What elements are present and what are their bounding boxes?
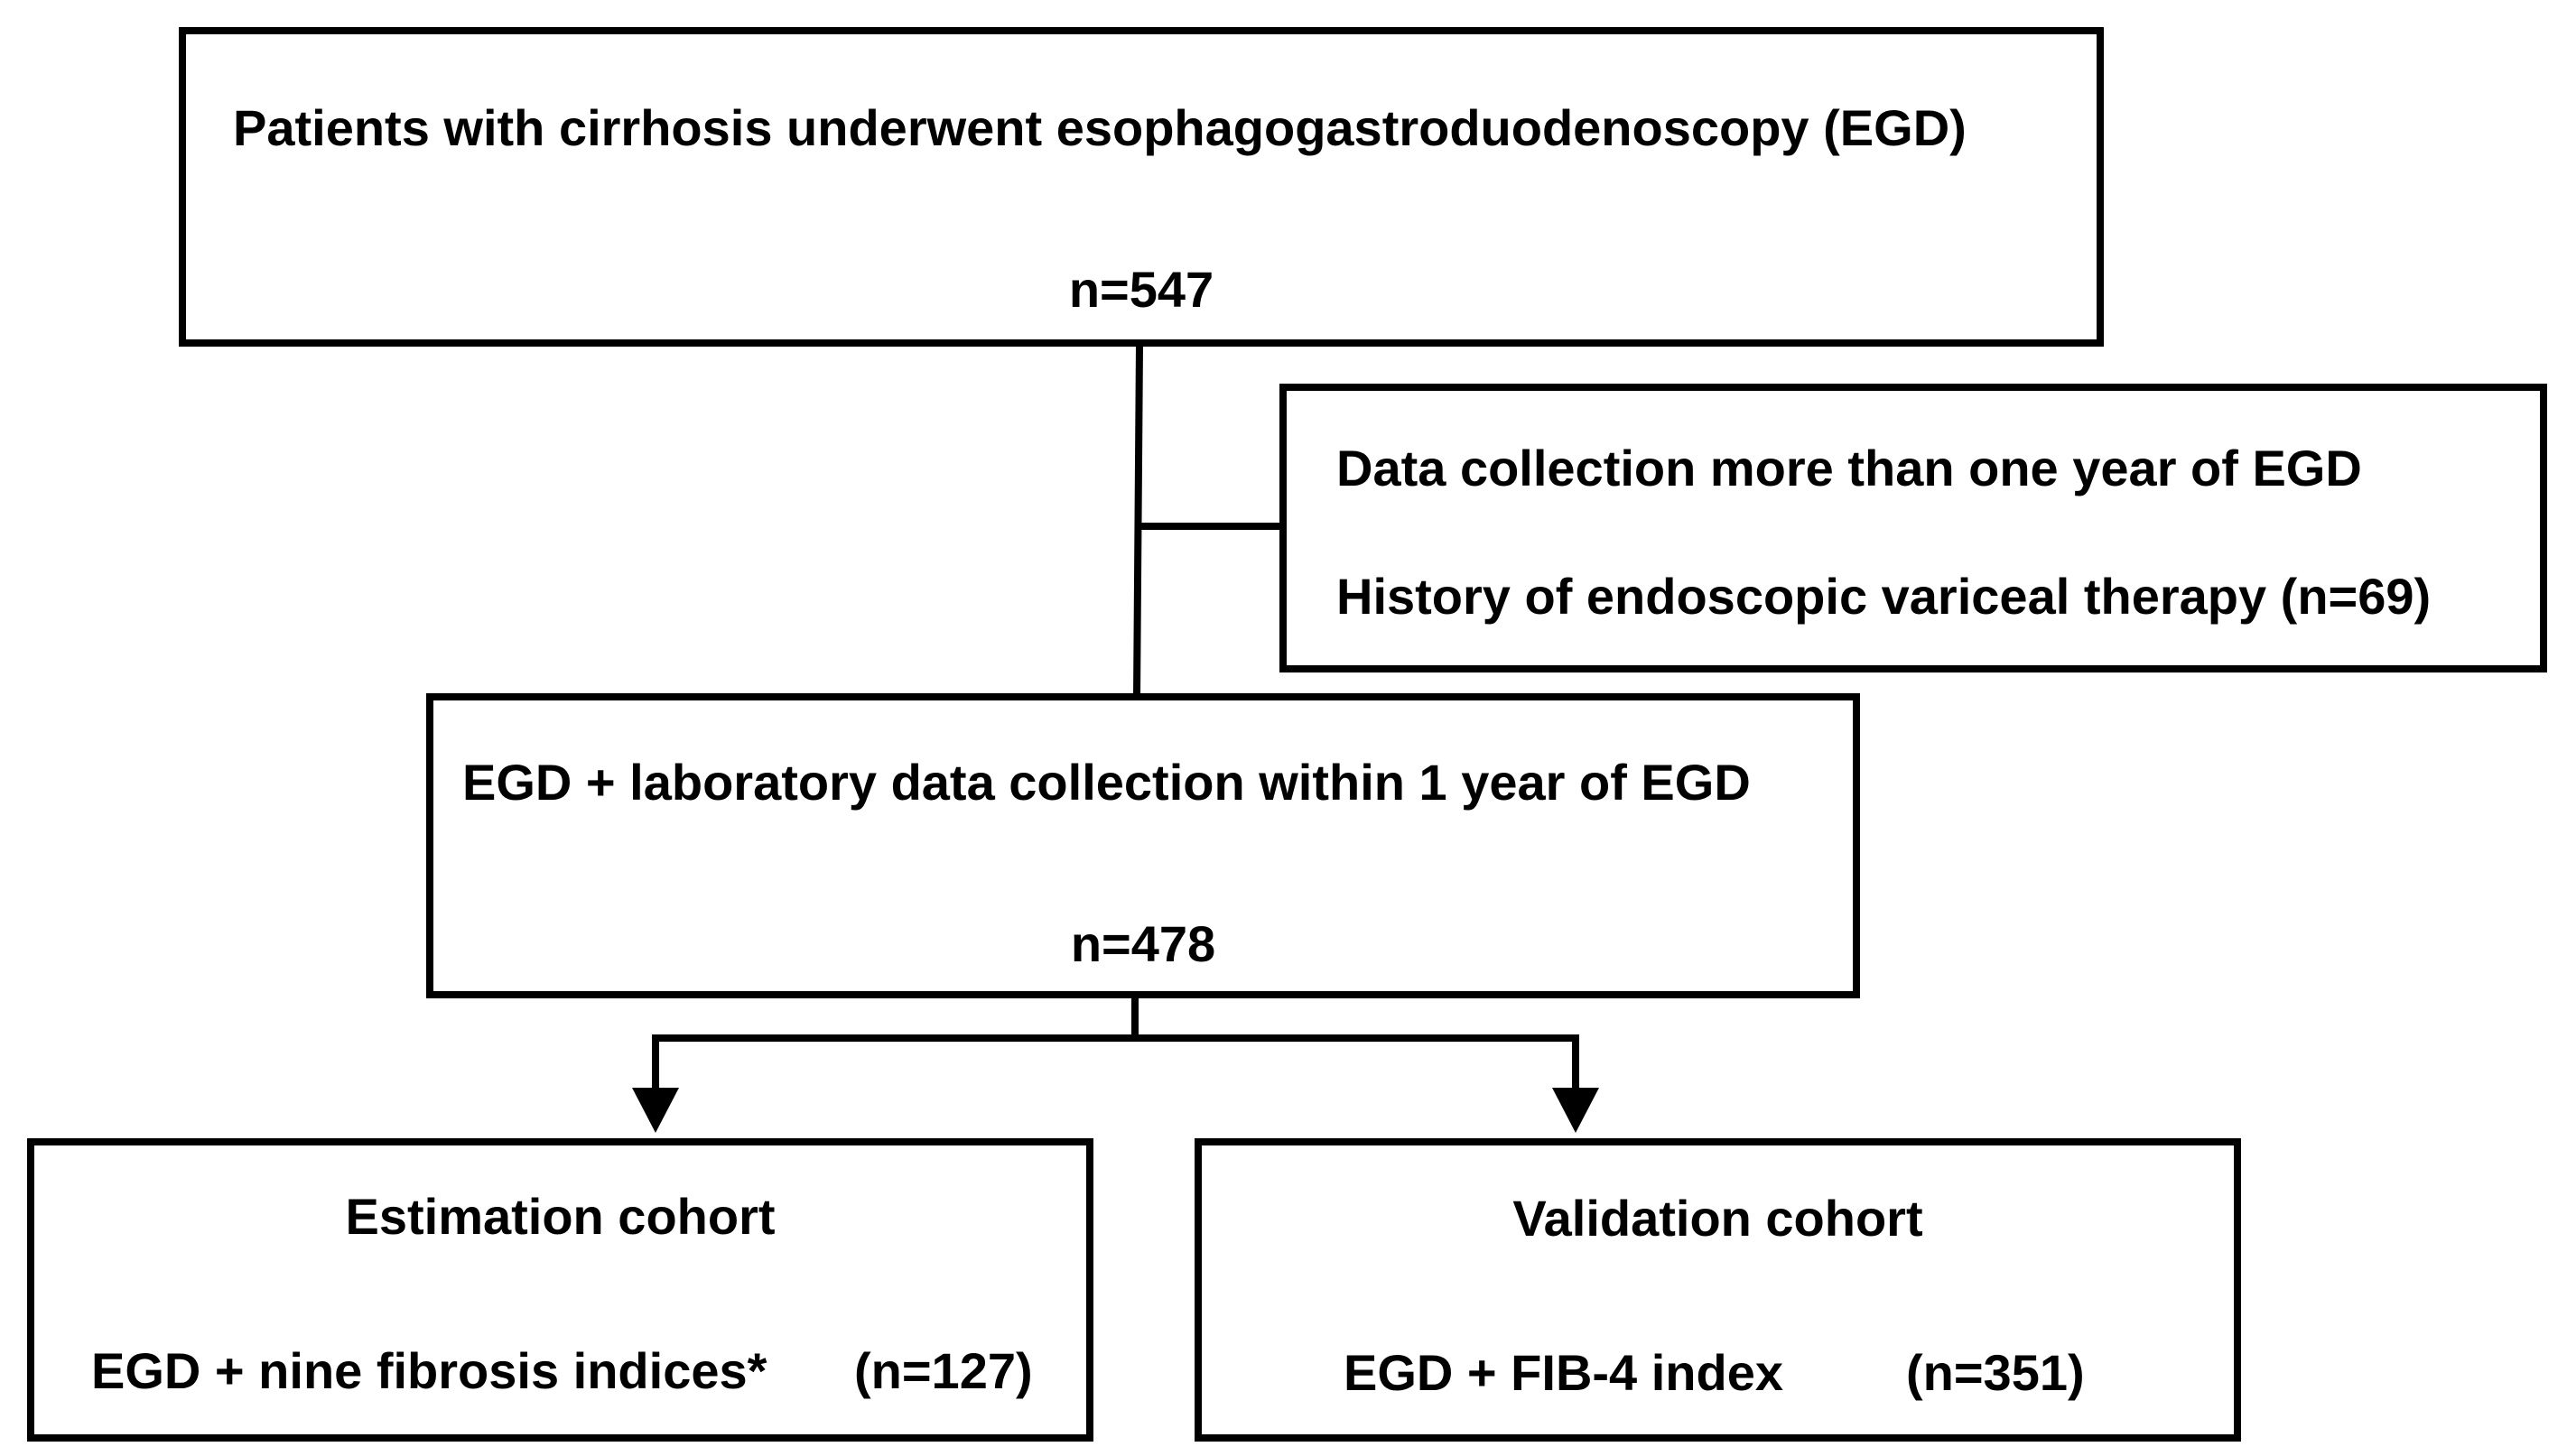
estimation-cohort-detail: EGD + nine fibrosis indices* [91,1342,767,1399]
arrowhead-estimation [632,1088,679,1133]
estimation-cohort-count: (n=127) [854,1342,1033,1399]
eligible-patients-title: EGD + laboratory data collection within … [462,754,1751,811]
exclusion-criterion-1: Data collection more than one year of EG… [1336,440,2362,496]
validation-cohort-title: Validation cohort [1512,1190,1923,1247]
box-all-patients: Patients with cirrhosis underwent esopha… [179,27,2104,347]
validation-cohort-count: (n=351) [1906,1344,2085,1401]
estimation-cohort-title: Estimation cohort [345,1188,776,1245]
all-patients-count: n=547 [1068,261,1214,318]
eligible-patients-count: n=478 [1070,915,1216,972]
validation-cohort-detail: EGD + FIB-4 index [1344,1344,1783,1401]
arrowhead-validation [1552,1088,1599,1133]
box-exclusions: Data collection more than one year of EG… [1279,384,2547,672]
box-eligible-patients: EGD + laboratory data collection within … [426,693,1860,998]
connector-top-to-middle [1133,344,1143,698]
box-estimation-cohort: Estimation cohort EGD + nine fibrosis in… [27,1138,1093,1442]
box-validation-cohort: Validation cohort EGD + FIB-4 index (n=3… [1195,1138,2241,1442]
all-patients-title: Patients with cirrhosis underwent esopha… [233,99,1967,156]
exclusion-criterion-2: History of endoscopic variceal therapy (… [1336,568,2432,625]
